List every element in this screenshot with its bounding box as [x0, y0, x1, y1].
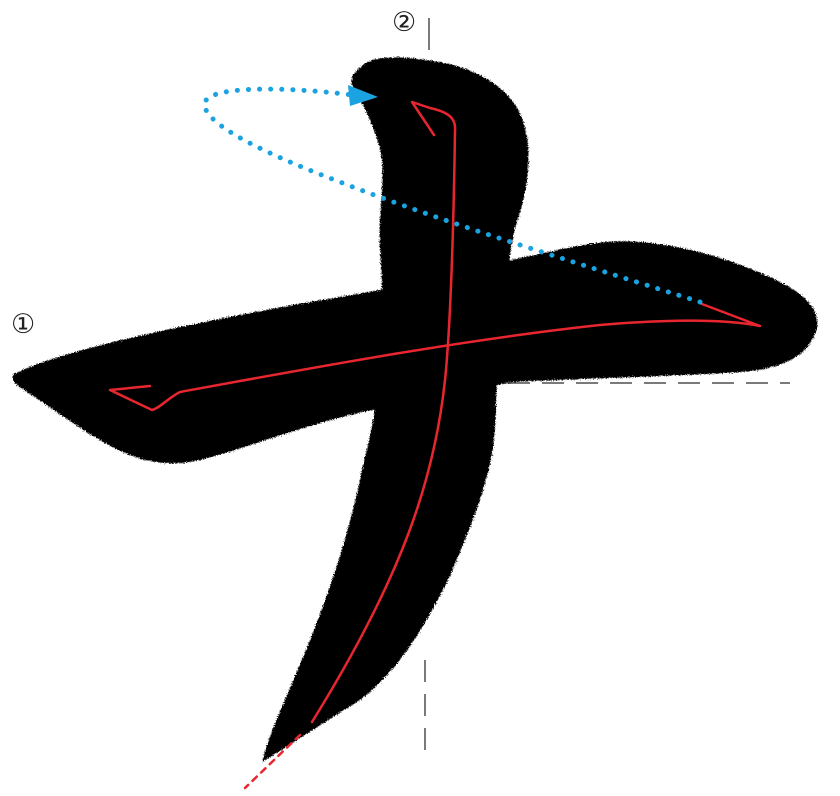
- stroke-number-1: ①: [11, 311, 35, 338]
- stroke-number-2: ②: [392, 9, 416, 36]
- brush-character: [12, 57, 817, 762]
